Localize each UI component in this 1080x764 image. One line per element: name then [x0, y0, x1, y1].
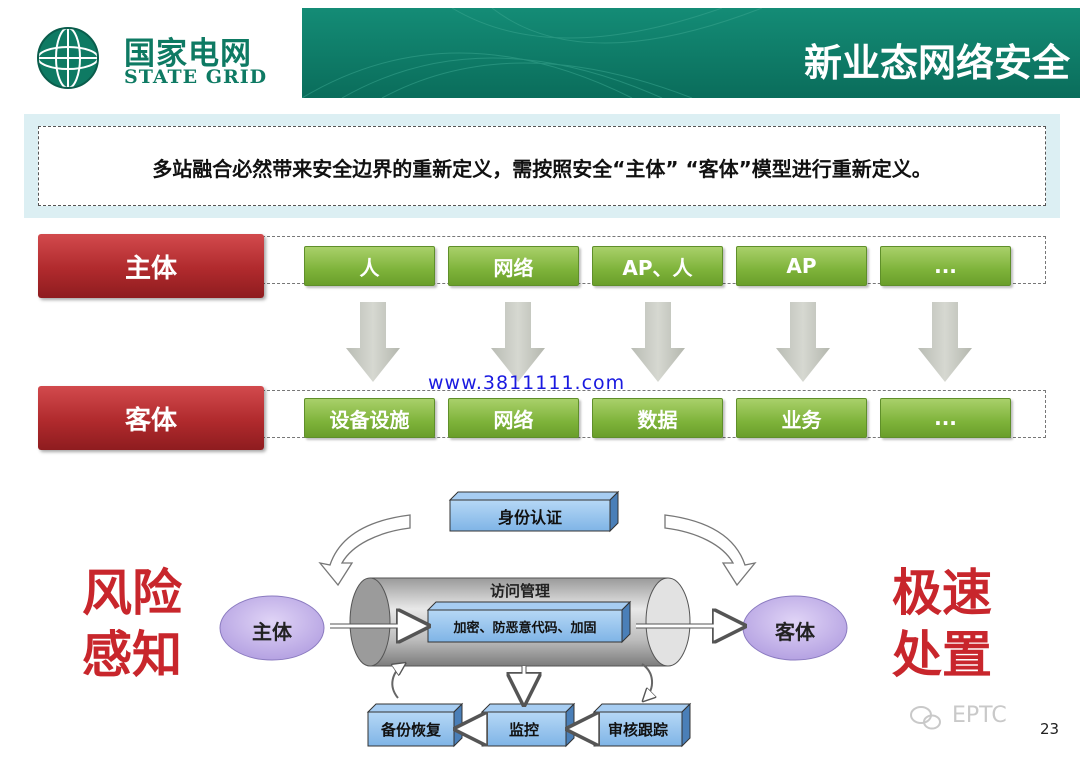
risk-awareness-line2: 感知	[82, 626, 182, 684]
down-arrow-icon	[346, 302, 972, 382]
state-grid-logo: 国家电网 STATE GRID	[36, 22, 266, 92]
identity-label: 身份认证	[497, 508, 562, 527]
object-item: 设备设施	[304, 398, 435, 438]
subject-item: 人	[304, 246, 435, 286]
monitor-label: 监控	[508, 721, 539, 739]
logo-chinese-name: 国家电网	[124, 36, 252, 72]
object-item: 业务	[736, 398, 867, 438]
subject-ellipse	[219, 595, 325, 661]
audit-label: 审核跟踪	[607, 721, 668, 739]
watermark-link[interactable]: www.3811111.com	[428, 372, 626, 394]
globe-icon	[37, 27, 99, 89]
identity-box	[448, 490, 620, 533]
audit-curve-arrow	[642, 663, 652, 700]
eptc-brand: EPTC	[952, 703, 1007, 728]
fast-response-line2: 处置	[892, 626, 992, 684]
subject-item: 网络	[448, 246, 579, 286]
statement-text: 多站融合必然带来安全边界的重新定义，需按照安全“主体” “客体”模型进行重新定义…	[152, 157, 932, 181]
subject-item: ...	[880, 246, 1011, 286]
page-number: 23	[1040, 720, 1060, 738]
curved-arrow-icon	[318, 514, 411, 587]
wechat-icon	[910, 706, 941, 730]
risk-awareness-line1: 风险	[82, 564, 182, 622]
crypto-label: 加密、防恶意代码、加固	[453, 621, 597, 636]
statement-box: 多站融合必然带来安全边界的重新定义，需按照安全“主体” “客体”模型进行重新定义…	[38, 126, 1046, 206]
title-bar: 新业态网络安全	[302, 8, 1080, 98]
curved-arrow-icon	[664, 514, 757, 587]
object-label: 客体	[38, 386, 264, 450]
title-bar-pattern	[302, 8, 763, 98]
object-item: ...	[880, 398, 1011, 438]
logo-english-name: STATE GRID	[124, 66, 268, 88]
backup-label: 备份恢复	[380, 721, 441, 739]
diagram-subject-label: 主体	[252, 620, 292, 644]
monitor-box	[480, 702, 576, 748]
crypto-box	[426, 600, 632, 644]
object-item: 数据	[592, 398, 723, 438]
subject-item: AP	[736, 246, 867, 286]
fast-response-line1: 极速	[892, 564, 992, 622]
subject-item: AP、人	[592, 246, 723, 286]
object-item: 网络	[448, 398, 579, 438]
diagram-object-label: 客体	[775, 620, 815, 644]
backup-curve-arrow	[392, 664, 404, 699]
page-title: 新业态网络安全	[803, 41, 1070, 85]
audit-box	[592, 702, 692, 748]
subject-label: 主体	[38, 234, 264, 298]
access-mgmt-label: 访问管理	[489, 582, 550, 600]
